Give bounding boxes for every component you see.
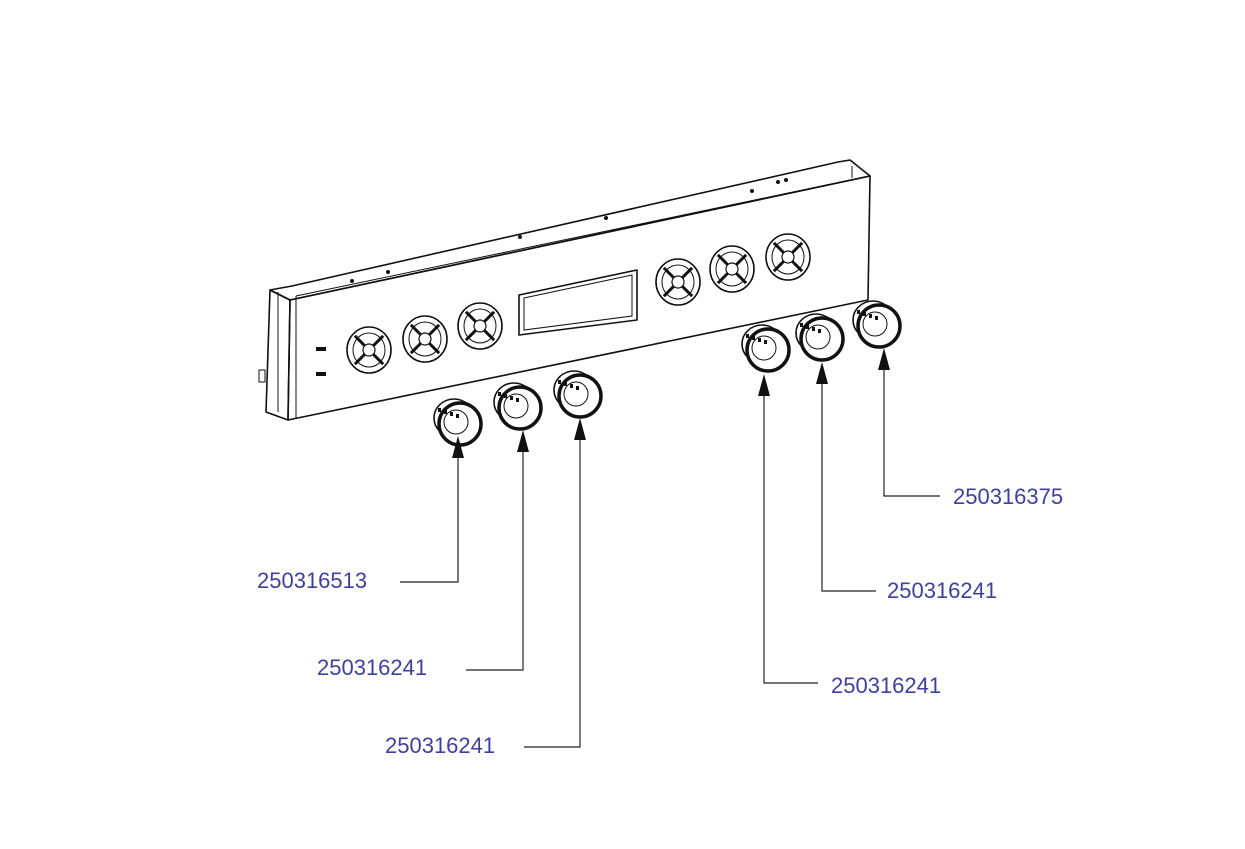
part-label-c1: 250316513 xyxy=(257,568,367,593)
part-label-c3: 250316241 xyxy=(385,733,495,758)
knob-mount xyxy=(709,245,755,293)
arrow-c1 xyxy=(452,436,464,458)
knob-mount xyxy=(457,302,503,350)
leader-line-c5 xyxy=(821,380,876,592)
control-panel xyxy=(258,159,871,421)
control-knob xyxy=(795,313,845,362)
part-labels: 250316513 250316241 250316241 250316241 … xyxy=(257,484,1063,758)
knob-mount xyxy=(346,326,392,374)
leader-line-c2 xyxy=(466,448,524,671)
arrow-c3 xyxy=(574,418,586,440)
leader-line-c4 xyxy=(763,392,818,684)
control-knob xyxy=(433,398,483,447)
leader-line-c3 xyxy=(524,436,581,748)
arrow-c4 xyxy=(758,374,770,396)
leader-lines xyxy=(400,348,940,748)
control-knob xyxy=(553,370,603,419)
knob-mount xyxy=(655,258,701,306)
knob-mounts xyxy=(346,233,811,374)
part-label-c4: 250316241 xyxy=(831,673,941,698)
leader-line-c6 xyxy=(883,366,940,497)
knob-mount xyxy=(765,233,811,281)
part-label-c6: 250316375 xyxy=(953,484,1063,509)
part-label-c5: 250316241 xyxy=(887,578,997,603)
control-knob xyxy=(852,300,902,349)
part-label-c2: 250316241 xyxy=(317,655,427,680)
control-knob xyxy=(493,382,543,431)
control-knob xyxy=(741,324,791,373)
leader-line-c1 xyxy=(400,450,459,583)
knobs xyxy=(433,300,902,447)
arrow-c2 xyxy=(517,430,529,452)
arrow-c5 xyxy=(816,362,828,384)
knob-mount xyxy=(402,315,448,363)
arrow-c6 xyxy=(878,348,890,370)
